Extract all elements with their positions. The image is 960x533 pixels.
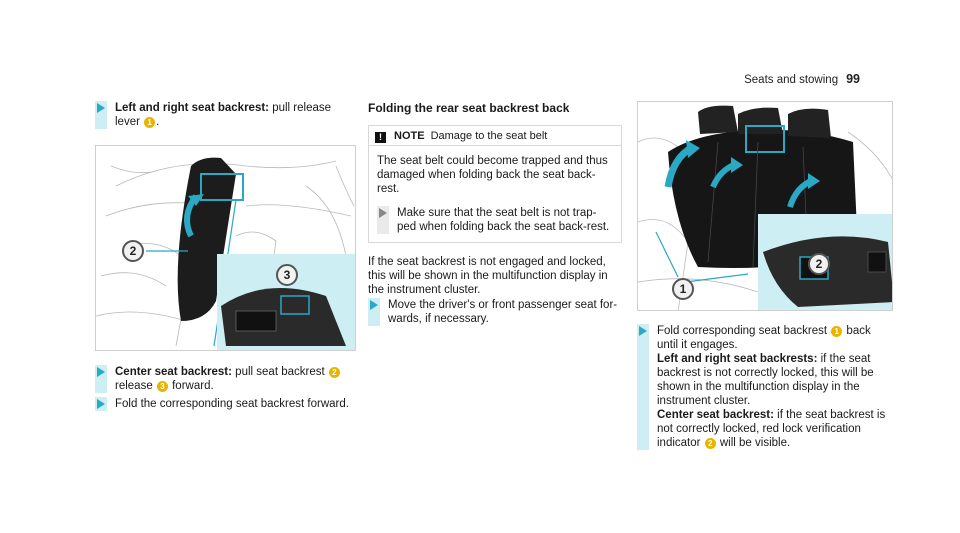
callout-badge: 1 [831, 326, 843, 337]
step-arrow-icon [97, 103, 105, 113]
rear-bench-illustration [638, 105, 892, 310]
step-left-right: Left and right seat backrest: pull relea… [95, 101, 355, 129]
note-body: The seat belt could become trapped and t… [377, 155, 610, 234]
step-arrow-icon [97, 399, 105, 409]
figure-seat-release: 2 3 [95, 145, 356, 351]
callout-badge: 3 [156, 381, 168, 392]
step-fold-back: Fold corresponding seat backrest 1 back … [637, 324, 893, 450]
step-fold-forward: Fold the corresponding seat backrest for… [95, 397, 355, 411]
step-arrow-icon [370, 300, 378, 310]
step-move-seat: Move the driver's or front passenger sea… [368, 298, 622, 326]
callout-badge: 2 [328, 367, 340, 378]
figure-rear-bench: 1 2 [637, 101, 893, 311]
lock-info-paragraph: If the seat backrest is not engaged and … [368, 256, 608, 296]
figure-badge-3: 3 [276, 264, 298, 286]
step-arrow-icon [379, 208, 387, 218]
callout-badge: 1 [144, 117, 156, 128]
figure-badge-2: 2 [122, 240, 144, 262]
figure-badge-2: 2 [808, 253, 830, 275]
section-heading: Folding the rear seat backrest back [368, 101, 570, 115]
seat-release-illustration [96, 157, 355, 350]
callout-badge: 2 [704, 438, 716, 449]
step-arrow-icon [639, 326, 647, 336]
warning-icon: ! [375, 132, 386, 143]
section-title: Seats and stowing [744, 74, 839, 86]
step-center: Center seat backrest: pull seat backrest… [95, 365, 355, 393]
step-arrow-icon [97, 367, 105, 377]
page-number: 99 [846, 72, 860, 86]
page-header: Seats and stowing 99 [744, 72, 860, 87]
figure-badge-1: 1 [672, 278, 694, 300]
